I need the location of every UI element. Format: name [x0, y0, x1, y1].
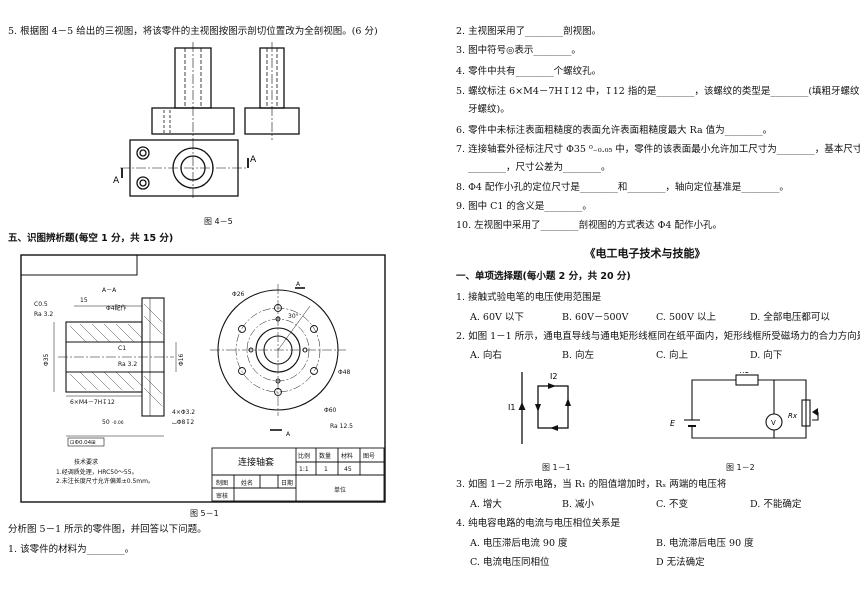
label-15: 15 — [80, 297, 88, 304]
mc1-option-c: C. 500V 以上 — [656, 312, 716, 323]
label-rx: Rx — [788, 412, 798, 420]
label-r1: R1 — [740, 372, 749, 375]
mc4-option-b: B. 电流滞后电压 90 度 — [656, 538, 754, 549]
label-a-a: A－A — [102, 287, 117, 294]
question-2: 2. 主视图采用了________剖视图。 — [456, 26, 602, 37]
section-label-a-left: A — [113, 176, 120, 186]
label-phi26: Φ26 — [232, 291, 245, 298]
left-column: 5. 根据图 4－5 给出的三视图，将该零件的主视图按图示剖切位置改为全剖视图。… — [8, 26, 386, 555]
label-counterbore: ⌴Φ8↧2 — [172, 419, 194, 426]
label-tol50: -0.06 — [112, 420, 124, 426]
mc1-option-a: A. 60V 以下 — [470, 312, 524, 323]
mc2-option-b: B. 向左 — [562, 350, 595, 361]
label-ra125: Ra 12.5 — [330, 423, 353, 430]
mc-section-heading: 一、单项选择题(每小题 2 分，共 20 分) — [456, 271, 631, 282]
mc-question-3: 3. 如图 1－2 所示电路，当 R₁ 的阻值增加时，Rₓ 两端的电压将 — [456, 479, 727, 490]
tb-value-1: 1 — [324, 466, 328, 473]
label-flatness: ⊡Φ0.04⊞ — [70, 440, 96, 446]
tb-row-label-1: 姓名 — [241, 479, 253, 487]
label-ra32-a: Ra 3.2 — [34, 311, 53, 318]
right-column: 2. 主视图采用了________剖视图。 3. 图中符号◎表示________… — [430, 0, 860, 609]
figure-1-1: I1 I2 — [508, 372, 571, 444]
question-9: 9. 图中 C1 的含义是________。 — [456, 201, 592, 212]
label-v: V — [771, 419, 776, 427]
tb-header-0: 比例 — [298, 452, 310, 460]
mc2-option-c: C. 向上 — [656, 350, 688, 361]
book-title: 《电工电子技术与技能》 — [584, 247, 706, 260]
mc-question-4: 4. 纯电容电路的电流与电压相位关系是 — [456, 518, 621, 529]
label-phi48: Φ48 — [338, 369, 351, 376]
title-block-name: 连接轴套 — [238, 456, 274, 468]
tb-header-3: 图号 — [363, 453, 375, 460]
mc4-option-d: D 无法确定 — [656, 557, 705, 568]
tech-req-title: 技术要求 — [74, 458, 98, 466]
label-phi35: Φ35 — [43, 353, 50, 366]
question-3: 3. 图中符号◎表示________。 — [456, 45, 581, 56]
label-phi16: Φ16 — [178, 353, 185, 366]
tb-unit: 单位 — [334, 486, 346, 494]
tb-row-label-0: 制图 — [216, 479, 228, 487]
mc3-option-a: A. 增大 — [470, 499, 502, 510]
figure-5-1-caption: 图 5－1 — [190, 509, 219, 518]
figure-4-5: A A — [113, 42, 300, 200]
label-ra32-b: Ra 3.2 — [118, 361, 137, 368]
mc2-option-a: A. 向右 — [470, 350, 502, 361]
tech-req-1: 1.经调质处理，HRC50～55。 — [56, 468, 138, 476]
label-c05: C0.5 — [34, 301, 48, 308]
label-50: 50 — [102, 419, 110, 426]
tb-row-label-2: 日期 — [281, 479, 293, 487]
figure-4-5-caption: 图 4－5 — [204, 217, 233, 226]
question-5b: 牙螺纹)。 — [468, 104, 510, 115]
question-4: 4. 零件中共有________个螺纹孔。 — [456, 66, 602, 77]
question-7b: ________，尺寸公差为________。 — [468, 162, 611, 173]
section-5-heading: 五、识图辨析题(每空 1 分，共 15 分) — [8, 233, 174, 244]
mc4-option-a: A. 电压滞后电流 90 度 — [470, 538, 568, 549]
tb-header-2: 材料 — [341, 452, 353, 460]
mc3-option-b: B. 减小 — [562, 499, 595, 510]
section-label-a-right: A — [250, 155, 257, 165]
tb-value-2: 45 — [344, 466, 352, 473]
mc4-option-c: C. 电流电压同相位 — [470, 557, 550, 568]
question-8: 8. Φ4 配作小孔的定位尺寸是________和________，轴向定位基准… — [456, 182, 789, 193]
label-arrow-a2: A — [286, 431, 291, 438]
mc1-option-b: B. 60V－500V — [562, 312, 629, 323]
mc-question-2: 2. 如图 1－1 所示，通电直导线与通电矩形线框同在纸平面内，矩形线框所受磁场… — [456, 331, 860, 342]
label-holes: 4×Φ3.2 — [172, 409, 195, 416]
mc1-option-d: D. 全部电压都可以 — [750, 312, 830, 323]
label-30deg: 30° — [288, 313, 299, 320]
figure-5-1: A－A C0.5 15 Φ4配作 Ra 3.2 Ra 3.2 C1 6×M4－7… — [20, 254, 386, 503]
label-i1: I1 — [508, 403, 515, 412]
question-5: 5. 根据图 4－5 给出的三视图，将该零件的主视图按图示剖切位置改为全剖视图。… — [8, 26, 378, 37]
question-1: 1. 该零件的材料为________。 — [8, 544, 135, 555]
question-6: 6. 零件中未标注表面粗糙度的表面允许表面粗糙度最大 Ra 值为________… — [456, 125, 773, 136]
label-phi60: Φ60 — [324, 407, 337, 414]
label-arrow-a: A — [296, 281, 301, 288]
mc2-option-d: D. 向下 — [750, 350, 783, 361]
question-5a: 5. 螺纹标注 6×M4－7H↧12 中，↧12 指的是________，该螺纹… — [456, 86, 860, 97]
label-i2: I2 — [550, 372, 557, 381]
question-10: 10. 左视图中采用了________剖视图的方式表达 Φ4 配作小孔。 — [456, 220, 723, 231]
figure-1-2-caption: 图 1－2 — [726, 463, 755, 472]
question-7a: 7. 连接轴套外径标注尺寸 Φ35 ⁰₋₀.₀₅ 中，零件的该表面最小允许加工尺… — [456, 144, 860, 155]
tb-value-0: 1:1 — [299, 466, 309, 473]
label-c1: C1 — [118, 345, 126, 352]
figure-1-2: R1 E V Rx — [670, 372, 819, 439]
mc3-option-d: D. 不能确定 — [750, 499, 802, 510]
label-thread: 6×M4－7H↧12 — [70, 399, 115, 406]
figure-1-1-caption: 图 1－1 — [542, 463, 571, 472]
tb-row-label-review: 审核 — [216, 492, 228, 500]
mc3-option-c: C. 不变 — [656, 499, 688, 510]
tech-req-2: 2.未注长度尺寸允许偏差±0.5mm。 — [56, 477, 154, 485]
label-e: E — [670, 419, 676, 428]
mc-question-1: 1. 接触式验电笔的电压使用范围是 — [456, 292, 602, 303]
label-phi4: Φ4配作 — [106, 304, 127, 312]
analyze-instruction: 分析图 5－1 所示的零件图，并回答以下问题。 — [8, 524, 207, 535]
tb-header-1: 数量 — [319, 452, 331, 460]
